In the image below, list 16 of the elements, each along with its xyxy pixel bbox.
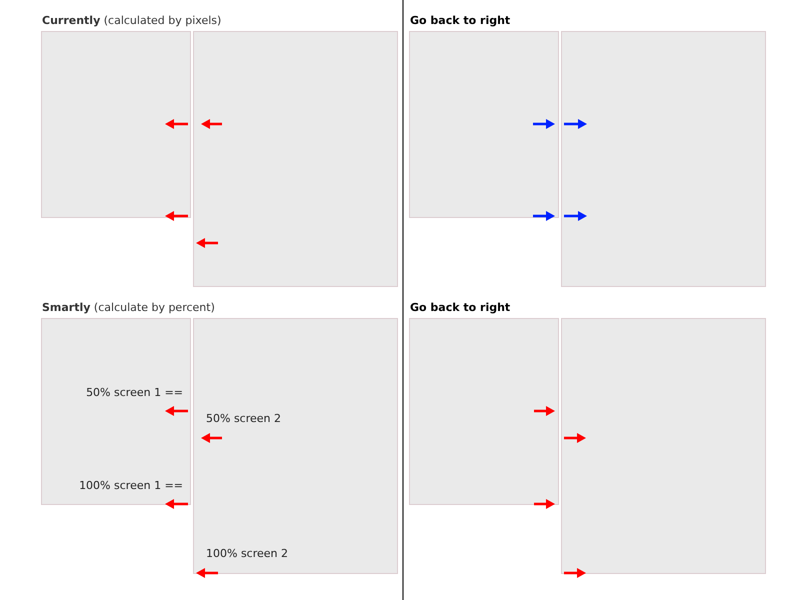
screen-box	[561, 318, 766, 574]
screen-position-label: 50% screen 2	[206, 412, 282, 425]
screen-position-label: 100% screen 1 ==	[79, 479, 183, 492]
screen-position-label: 100% screen 2	[206, 547, 288, 560]
panel-heading: Go back to right	[410, 14, 510, 27]
screen-position-label: 50% screen 1 ==	[86, 386, 183, 399]
screen-box	[193, 318, 398, 574]
panel-heading: Smartly (calculate by percent)	[42, 301, 215, 314]
screen-box	[561, 31, 766, 287]
panel-heading: Currently (calculated by pixels)	[42, 14, 222, 27]
screen-box	[193, 31, 398, 287]
panel-heading: Go back to right	[410, 301, 510, 314]
screen-box	[409, 31, 559, 218]
screen-box	[41, 318, 191, 505]
screen-box	[409, 318, 559, 505]
screen-box	[41, 31, 191, 218]
